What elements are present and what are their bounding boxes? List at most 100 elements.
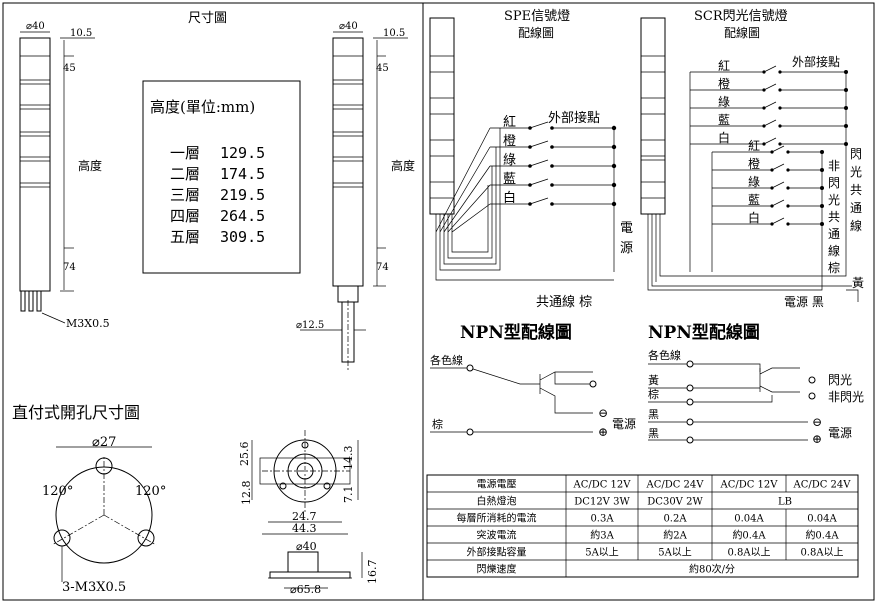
scr-top-color-label: 橙 <box>718 76 730 91</box>
spe-common-wire: 共通線 棕 <box>536 294 592 310</box>
spec-table-cell: 電源電壓 <box>477 478 517 491</box>
dim-65-8: ⌀65.8 <box>290 583 321 596</box>
spe-switch-node <box>550 145 554 149</box>
scr-nonflash-common-char: 光 <box>828 193 840 207</box>
spec-table-cell: AC/DC 12V <box>572 480 631 491</box>
angle-left: 120° <box>42 484 73 499</box>
spec-table-cell: 外部接點容量 <box>467 546 527 559</box>
lamp-tower-right <box>300 31 408 370</box>
dim-7-1: 7.1 <box>342 486 355 504</box>
scr-bottom-color-label: 白 <box>748 210 760 225</box>
scr-bus-node <box>844 142 848 146</box>
spe-power-2: 源 <box>620 241 633 256</box>
spe-color-label: 藍 <box>503 172 516 187</box>
scr-switch-node <box>778 124 782 128</box>
height-label-right: 高度 <box>391 158 415 173</box>
scr-switch-node <box>762 106 766 110</box>
spe-switch-node <box>550 183 554 187</box>
mount-hole-title: 直付式開孔尺寸圖 <box>12 403 140 422</box>
scr-bus-node <box>820 222 824 226</box>
scr-flash-common-char: 光 <box>850 165 862 179</box>
spec-table-cell: 0.04A <box>734 514 764 525</box>
spe-ext-contact: 外部接點 <box>548 110 600 126</box>
scr-top-color-label: 紅 <box>718 59 730 73</box>
dim-45-left: 45 <box>63 63 76 74</box>
scr-bottom-color-label: 藍 <box>748 193 760 207</box>
scr-flash-common-char: 共 <box>850 183 862 197</box>
scr-bus-node <box>820 186 824 190</box>
npn2-nonflash: 非閃光 <box>828 390 864 404</box>
spec-table-cell: AC/DC 12V <box>719 480 778 491</box>
spe-switch-node <box>528 202 532 206</box>
dim-10-5-right: 10.5 <box>383 28 405 39</box>
spe-color-label: 白 <box>503 190 516 206</box>
dim-25-6: 25.6 <box>238 442 251 467</box>
spec-table-cell: 約2A <box>663 529 687 542</box>
spec-table-cell: 白熱燈泡 <box>477 495 517 508</box>
height-label-left: 高度 <box>78 158 102 173</box>
dim-14-3: 14.3 <box>342 446 355 471</box>
scr-bus-node <box>844 70 848 74</box>
spec-table-cell: DC12V 3W <box>574 497 630 508</box>
dimension-title: 尺寸圖 <box>188 11 227 26</box>
npn2-black-2: 黑 <box>648 427 659 440</box>
scr-bus-node <box>820 204 824 208</box>
spec-table-cell: 0.8A以上 <box>800 547 843 559</box>
height-row-label: 一層 <box>170 144 200 162</box>
npn2-minus: ⊖ <box>812 415 822 429</box>
scr-bottom-color-label: 橙 <box>748 156 760 171</box>
spec-table-cell: 約80次/分 <box>689 563 735 576</box>
mount-hole-drawing <box>51 446 157 582</box>
npn2-black-1: 黑 <box>648 408 659 421</box>
scr-top-color-label: 白 <box>718 130 730 145</box>
spe-title: SPE信號燈 <box>504 9 570 24</box>
dim-74-right: 74 <box>376 262 389 273</box>
scr-switch-node <box>786 204 790 208</box>
scr-ext-contact: 外部接點 <box>792 54 840 69</box>
scr-switch-node <box>762 142 766 146</box>
hole-dia-27: ⌀27 <box>92 435 116 450</box>
dim-12-8: 12.8 <box>240 481 253 506</box>
scr-bus-node <box>820 168 824 172</box>
spe-switch-node <box>528 145 532 149</box>
spe-tower <box>429 17 455 215</box>
scr-tower <box>640 17 666 215</box>
scr-bus-node <box>820 150 824 154</box>
spe-color-label: 橙 <box>503 134 516 149</box>
scr-nonflash-common-char: 通 <box>828 227 840 241</box>
height-table-title: 高度(單位:mm) <box>150 98 255 116</box>
scr-top-color-label: 藍 <box>718 113 730 127</box>
spec-table-cell: 閃爍速度 <box>477 563 517 576</box>
scr-bus-node <box>844 124 848 128</box>
spec-table-cell: 5A以上 <box>585 547 619 559</box>
scr-switch-node <box>770 222 774 226</box>
height-row-value: 264.5 <box>220 207 265 225</box>
scr-switch-node <box>762 124 766 128</box>
scr-switch-node <box>786 222 790 226</box>
scr-nonflash-common-char: 非 <box>828 159 840 173</box>
dim-16-7: 16.7 <box>366 560 379 585</box>
spe-subtitle: 配線圖 <box>518 25 554 40</box>
scr-switch-node <box>778 70 782 74</box>
dim-40-left: ⌀40 <box>26 21 45 32</box>
spe-switch-node <box>528 164 532 168</box>
spec-table-cell: 5A以上 <box>658 547 692 559</box>
scr-bottom-color-label: 綠 <box>748 175 760 189</box>
dim-45-right: 45 <box>376 63 389 74</box>
npn1-power: 電源 <box>612 417 636 431</box>
spe-bus-node <box>611 125 617 131</box>
spec-table-cell: 0.8A以上 <box>727 547 770 559</box>
scr-nonflash-common-char: 線 <box>828 243 840 258</box>
spec-table-cell: AC/DC 24V <box>645 480 704 491</box>
spec-table-cell: 突波電流 <box>477 529 517 542</box>
spe-bus-node <box>611 201 617 207</box>
base-top-view <box>251 430 359 535</box>
spe-color-label: 紅 <box>503 115 516 130</box>
scr-nonflash-common-char: 共 <box>828 210 840 224</box>
scr-power: 電源 黑 <box>784 295 824 309</box>
